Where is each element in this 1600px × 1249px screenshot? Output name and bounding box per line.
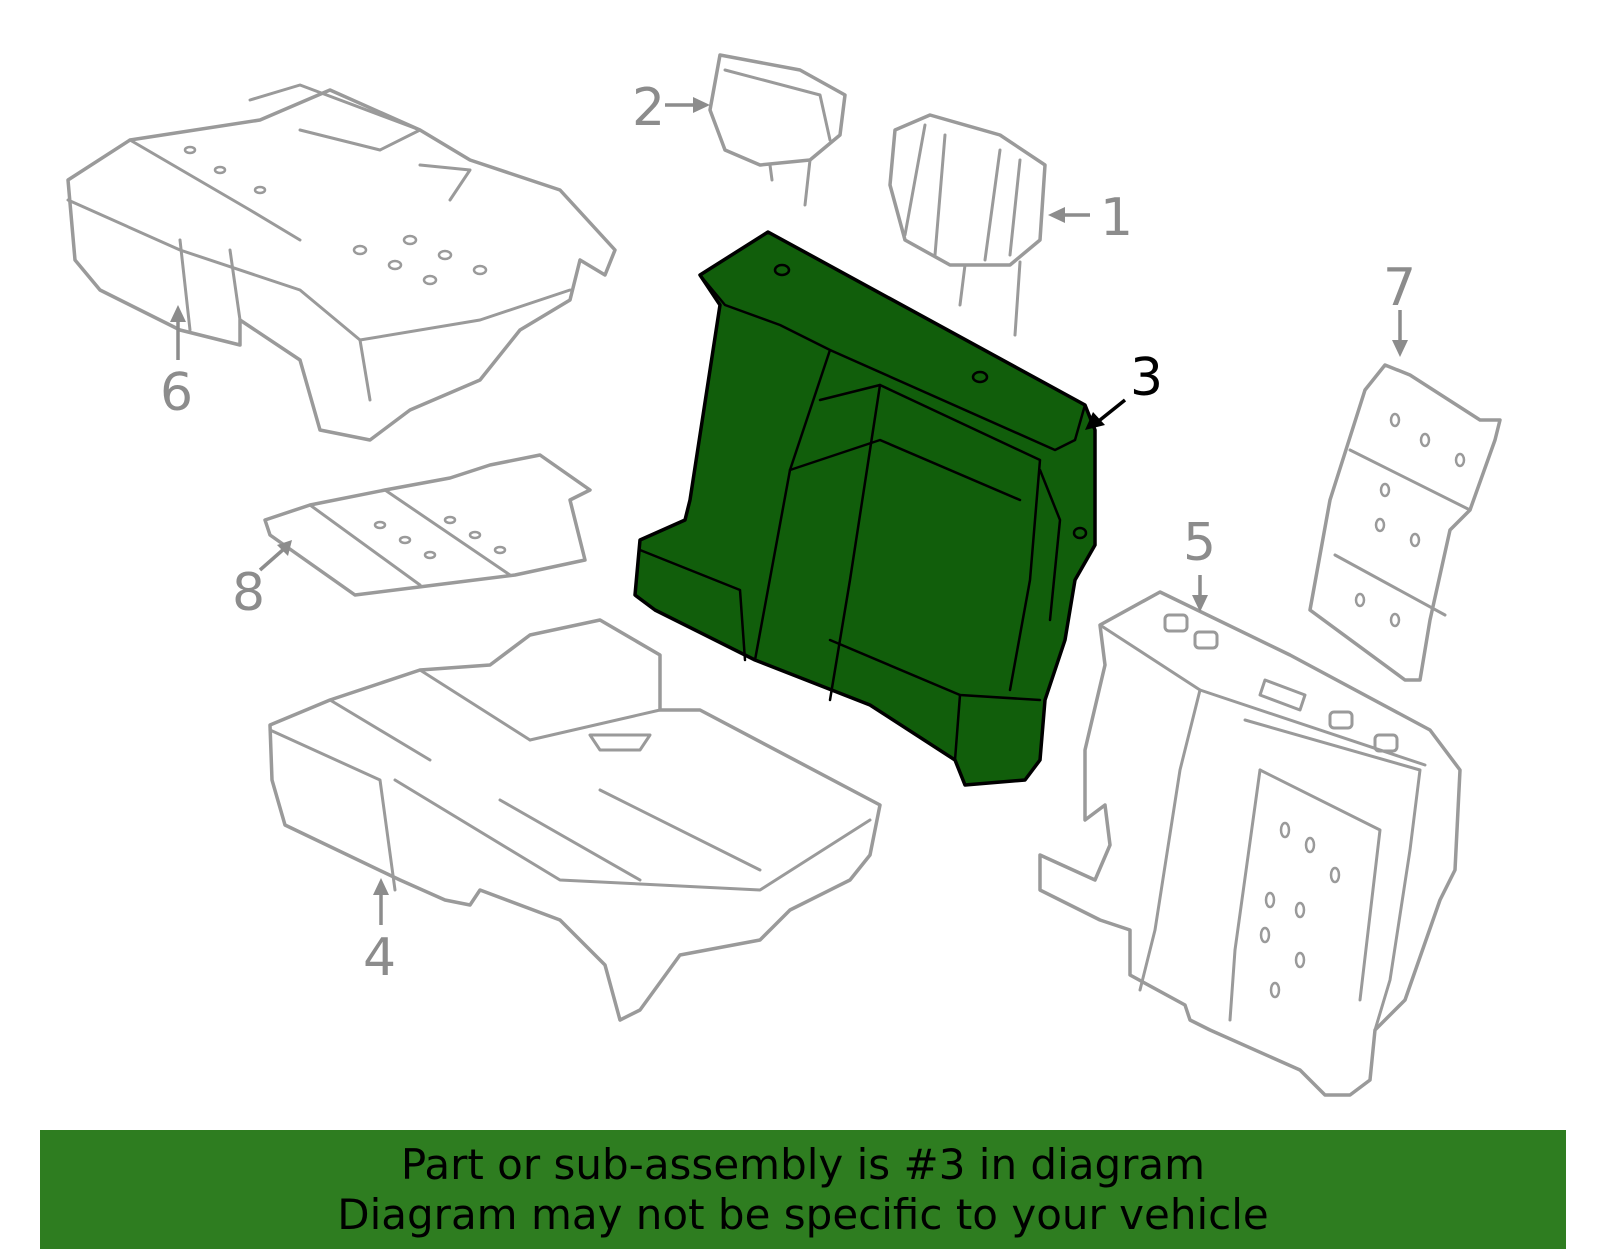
part-6-seat-cushion: [66, 83, 617, 442]
banner-part-text: Part or sub-assembly is #3 in diagram: [400, 1139, 1206, 1189]
callout-2: 2: [632, 78, 710, 138]
callout-8-label: 8: [232, 563, 265, 623]
callout-2-label: 2: [632, 78, 665, 138]
banner-disclaimer-text: Diagram may not be specific to your vehi…: [337, 1189, 1269, 1239]
part-7-panel: [1308, 363, 1502, 682]
callout-7: 7: [1383, 258, 1416, 357]
seat-parts-diagram: 6 2 1: [66, 53, 1502, 1097]
callout-6-label: 6: [160, 363, 193, 423]
callout-7-label: 7: [1383, 258, 1416, 318]
part-5-seat-back-frame: [1038, 590, 1462, 1097]
callout-8: 8: [232, 540, 292, 623]
part-2-headrest: [708, 53, 847, 207]
info-banner: Part or sub-assembly is #3 in diagram Di…: [40, 1130, 1566, 1249]
callout-6: 6: [160, 305, 193, 423]
callout-5-label: 5: [1183, 513, 1216, 573]
callout-5: 5: [1183, 513, 1216, 612]
part-3-seat-back-highlighted: [633, 230, 1097, 787]
callout-3-label: 3: [1130, 348, 1163, 408]
callout-3: 3: [1085, 348, 1163, 430]
callout-1-label: 1: [1100, 188, 1133, 248]
part-1-headrest: [888, 113, 1047, 337]
part-4-seat-cushion: [268, 618, 882, 1022]
callout-1: 1: [1048, 188, 1133, 248]
callout-4-label: 4: [363, 928, 396, 988]
part-8-panel: [263, 453, 592, 597]
callout-4: 4: [363, 878, 396, 988]
